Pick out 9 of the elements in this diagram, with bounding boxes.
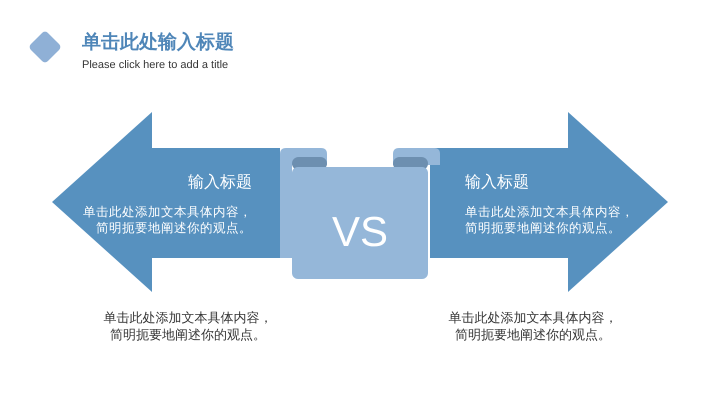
- arrow-text: 单击此处添加文本具体内容，简明扼要地阐述你的观点。: [465, 204, 635, 236]
- slide-title: 单击此处输入标题: [82, 30, 234, 55]
- arrow-heading: 输入标题: [188, 173, 252, 193]
- slide-subtitle: Please click here to add a title: [82, 58, 228, 73]
- arrow-heading: 输入标题: [465, 173, 529, 193]
- vs-text: VS: [330, 208, 390, 256]
- description-text: 单击此处添加文本具体内容，简明扼要地阐述你的观点。: [102, 309, 274, 343]
- arrow-text: 单击此处添加文本具体内容，简明扼要地阐述你的观点。: [82, 204, 252, 236]
- description-text: 单击此处添加文本具体内容，简明扼要地阐述你的观点。: [448, 309, 618, 343]
